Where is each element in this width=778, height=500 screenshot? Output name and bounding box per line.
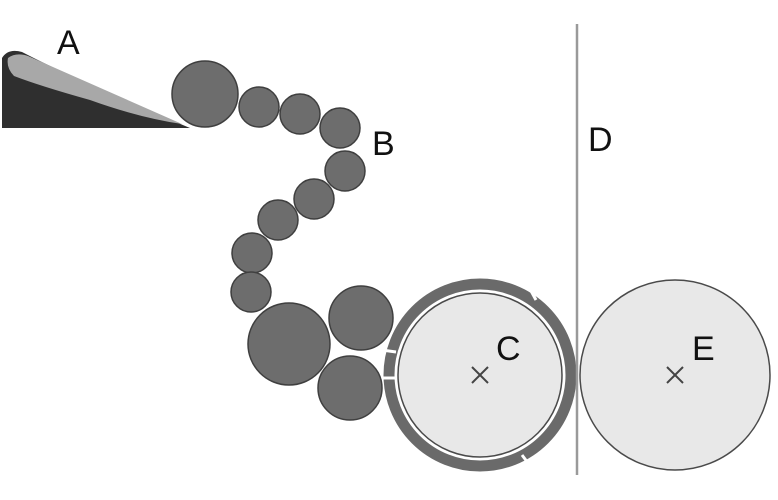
shell-gap-top (528, 288, 538, 301)
label-e: E (692, 330, 715, 368)
label-a: A (57, 24, 80, 62)
ball-4 (319, 107, 361, 149)
ball-6 (293, 178, 335, 220)
label-c: C (496, 330, 521, 368)
ball-11 (328, 285, 394, 351)
ramp-light-stripe (7, 54, 182, 124)
label-b: B (372, 125, 395, 163)
ball-chain (171, 60, 394, 421)
ball-9 (230, 271, 272, 313)
ball-3 (279, 93, 321, 135)
ball-1 (171, 60, 239, 128)
drum-c-shell (383, 278, 577, 472)
ball-7 (257, 199, 299, 241)
ball-2 (238, 86, 280, 128)
drum-e (579, 279, 771, 471)
ball-8 (231, 232, 273, 274)
drum-c (381, 278, 577, 472)
ball-5 (324, 150, 366, 192)
drum-c-center-mark (471, 366, 489, 384)
ball-10 (247, 302, 331, 386)
shell-gap-bottom (520, 454, 530, 464)
drum-e-center-mark (666, 366, 684, 384)
shell-gap-left-top (381, 348, 397, 354)
ball-12 (317, 355, 383, 421)
ramp-a (2, 50, 190, 128)
label-d: D (588, 121, 613, 159)
